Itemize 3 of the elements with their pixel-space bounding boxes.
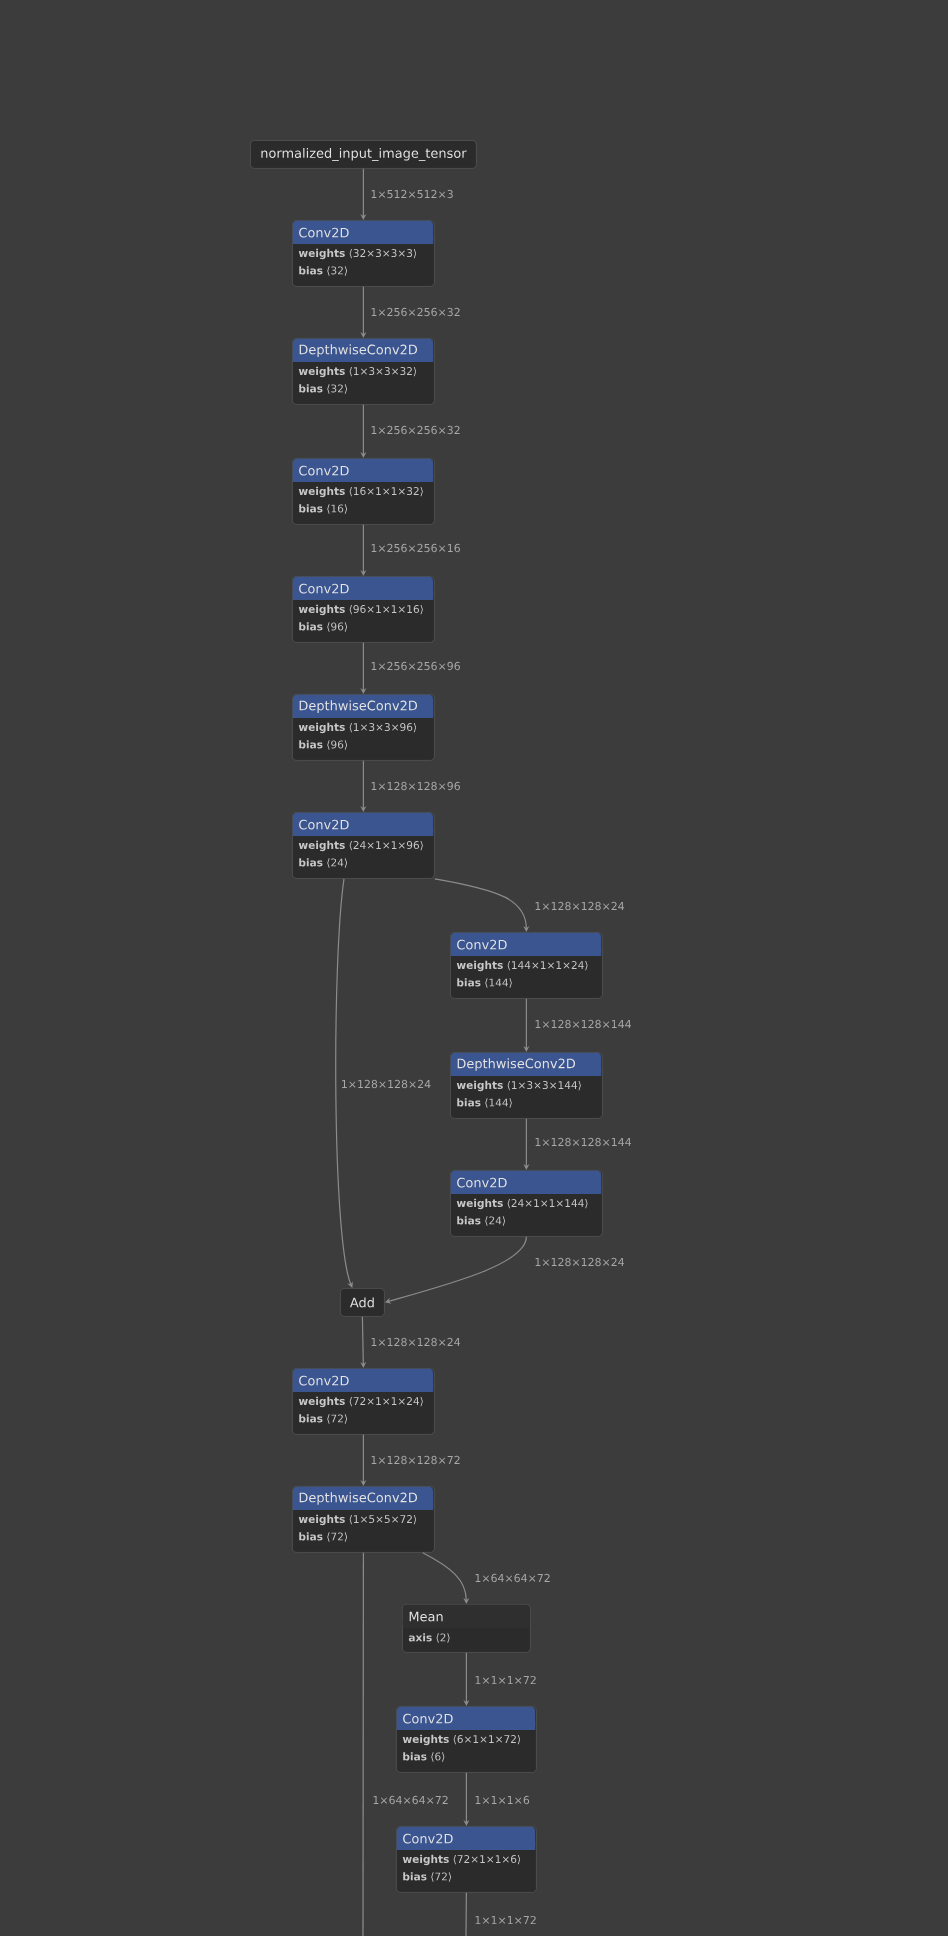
arrow: [434, 878, 530, 932]
arrow: [422, 1552, 470, 1604]
arrow: [335, 878, 353, 1288]
